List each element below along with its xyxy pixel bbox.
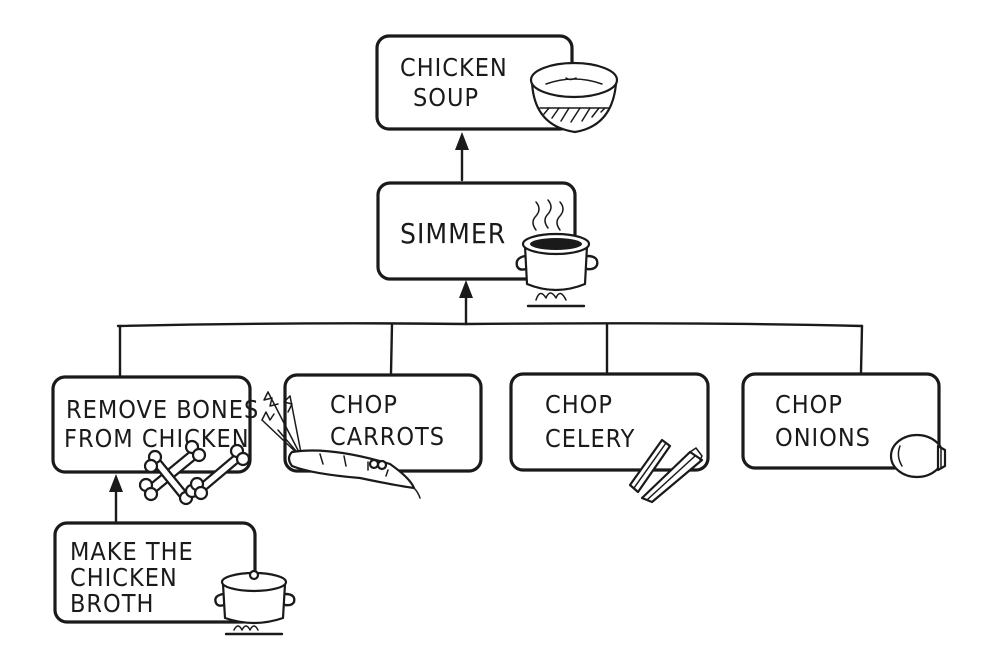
onion-icon	[889, 433, 947, 479]
bus-line	[116, 322, 864, 328]
simmering-pot-icon	[515, 199, 599, 308]
node-label-line: CHOP	[775, 390, 843, 419]
drop-carrots	[389, 322, 394, 375]
node-label-line: CHOP	[330, 390, 398, 419]
connectors	[109, 132, 864, 524]
node-label-line: MAKE THE	[70, 537, 194, 566]
bones-icon	[138, 439, 251, 506]
soup-bowl-icon	[529, 61, 619, 134]
node-label-line: CHICKEN	[70, 563, 178, 592]
node-label-line: CHOP	[545, 390, 613, 419]
node-label-line: REMOVE BONES	[66, 395, 259, 424]
node-chop-onions: CHOP ONIONS	[741, 372, 941, 470]
node-label-line: FROM CHICKEN	[64, 424, 250, 453]
node-label-line: CELERY	[545, 424, 635, 453]
celery-icon	[628, 438, 704, 504]
node-chop-carrots: CHOP CARROTS	[283, 373, 483, 473]
node-label-line: CARROTS	[330, 422, 445, 451]
broth-pot-icon	[214, 569, 296, 636]
node-label-line: CHICKEN	[400, 53, 508, 82]
node-label-line: ONIONS	[775, 423, 871, 452]
node-label-line: SOUP	[413, 83, 479, 112]
carrot-icon	[261, 391, 421, 499]
node-chicken-soup: CHICKEN SOUP	[375, 34, 574, 131]
drop-onions	[859, 324, 864, 374]
node-label-line: SIMMER	[400, 217, 506, 250]
node-chop-celery: CHOP CELERY	[509, 372, 710, 472]
node-label-line: BROTH	[70, 589, 154, 618]
